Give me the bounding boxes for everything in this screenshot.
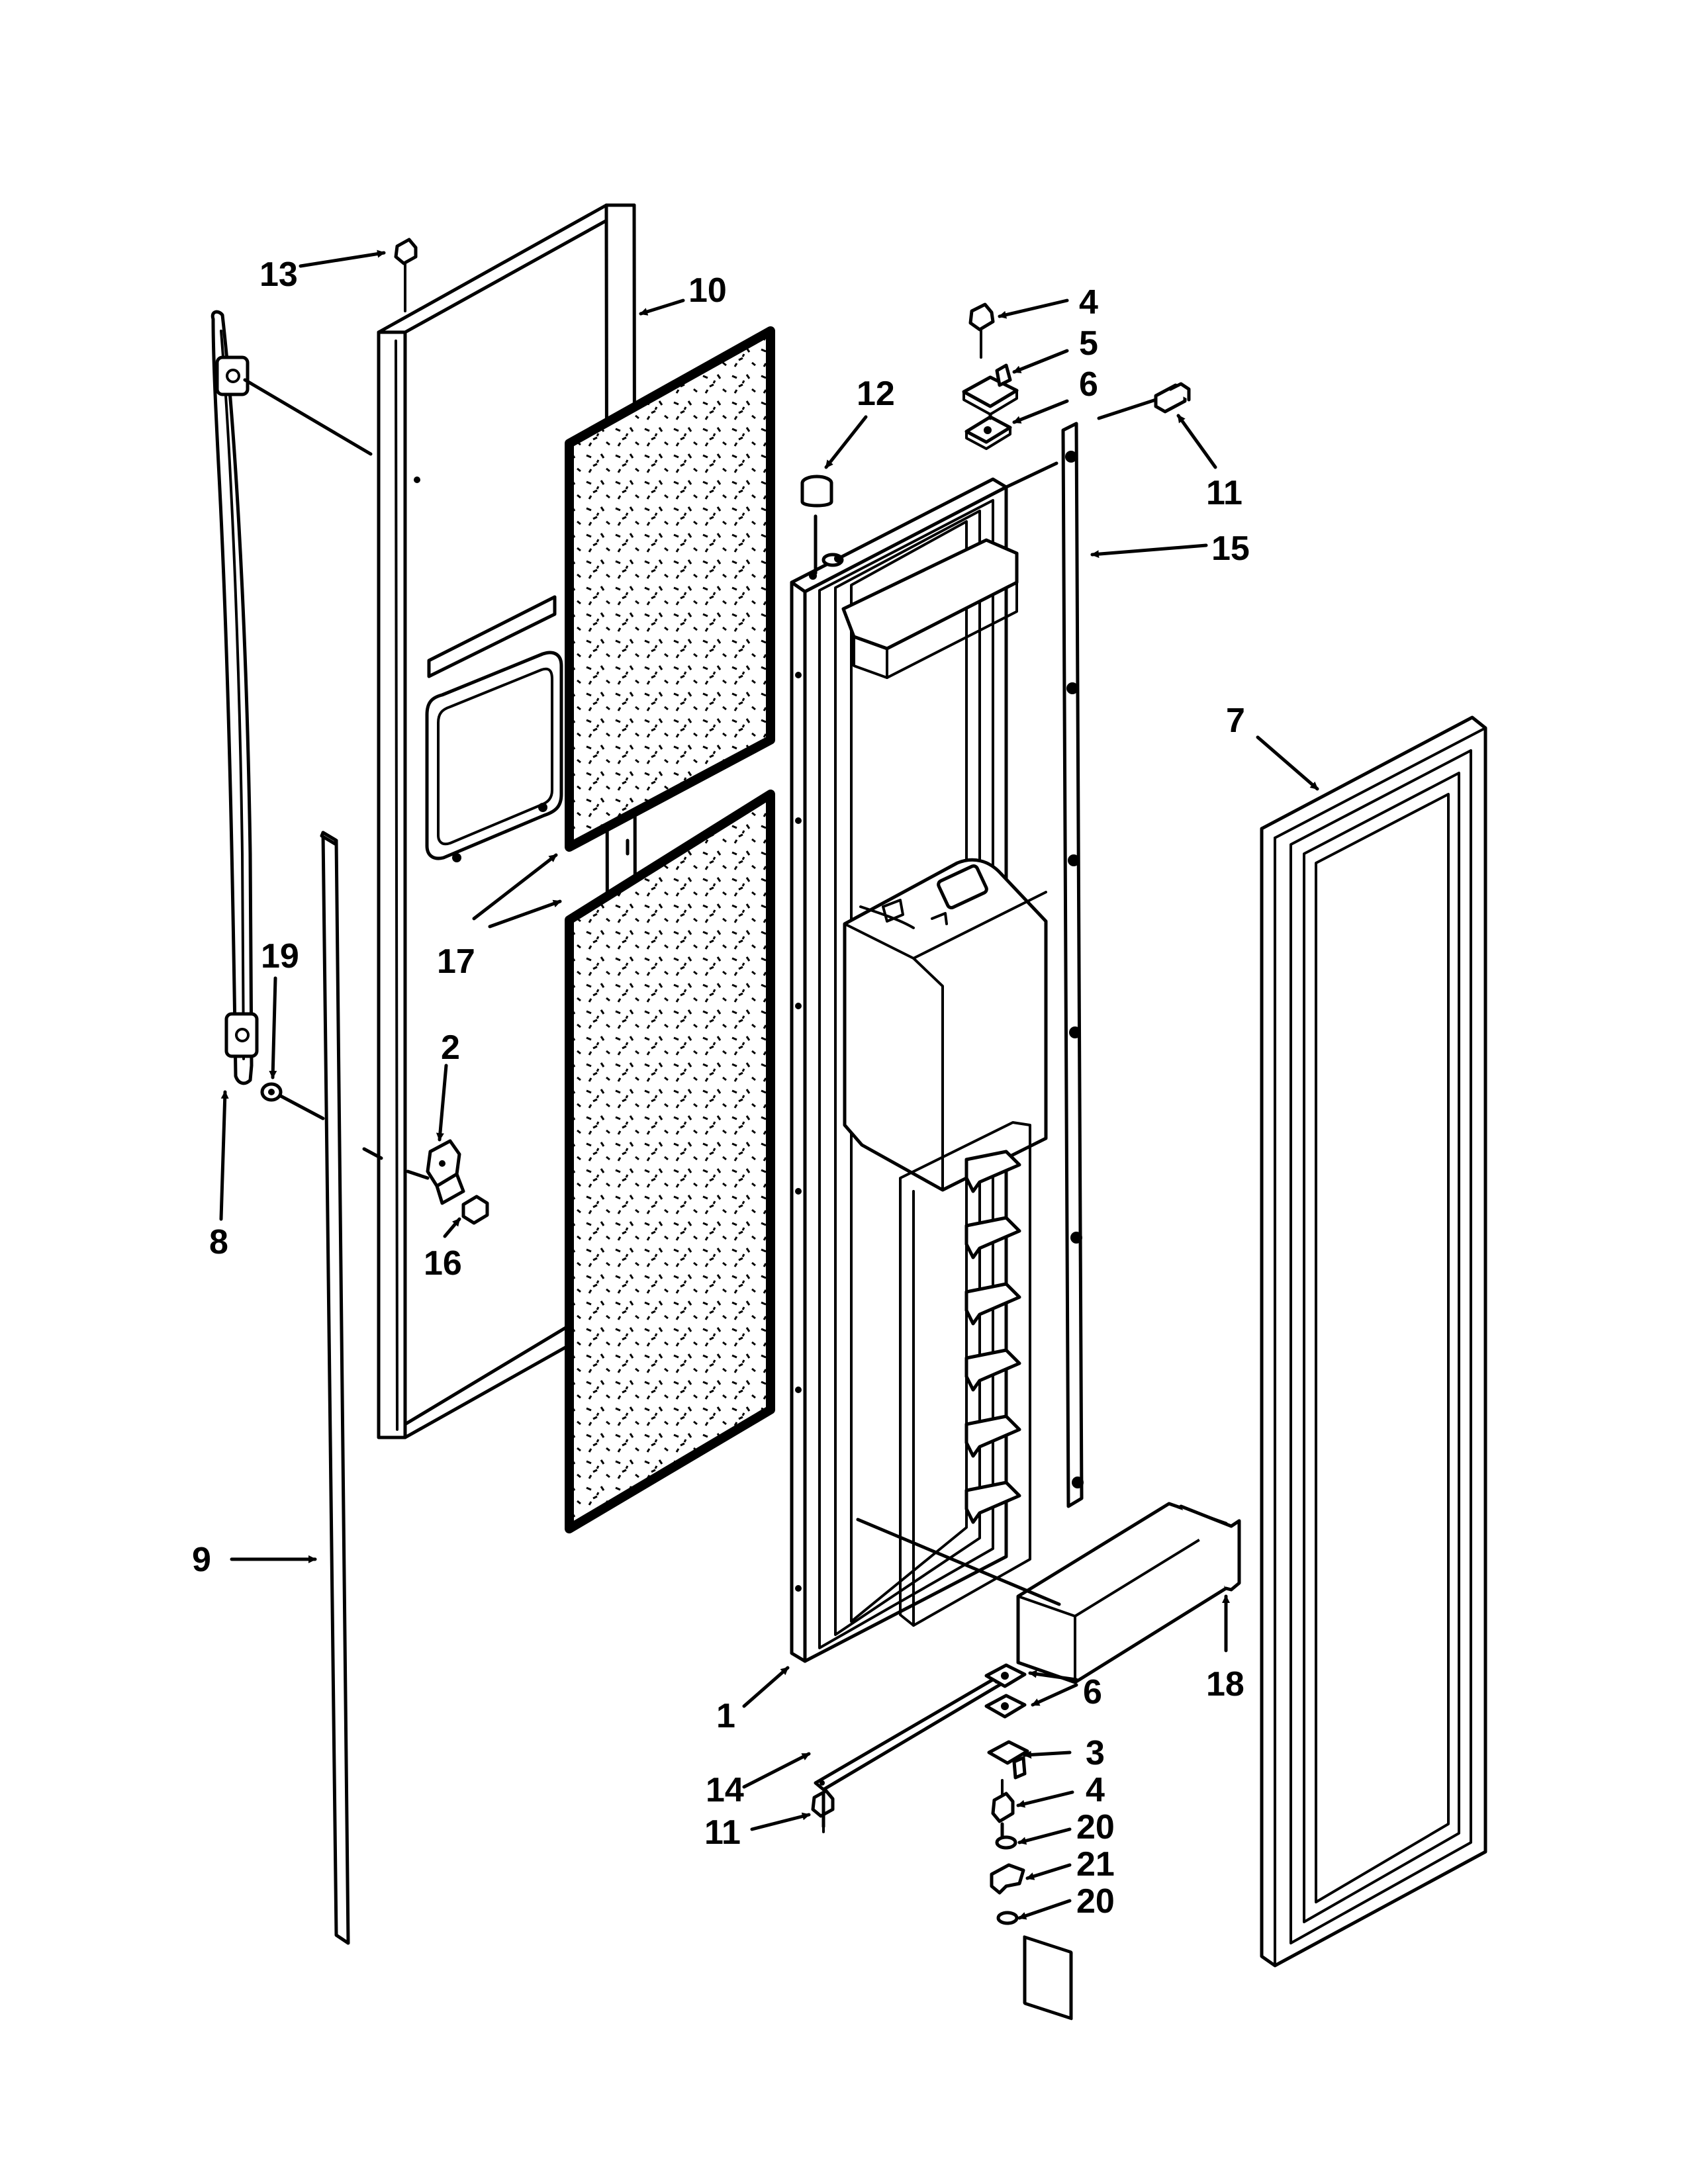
callout-2: 2 — [441, 1028, 460, 1067]
plug-19 — [260, 1082, 283, 1102]
washer-upper — [995, 1835, 1017, 1850]
callout-3: 3 — [1086, 1734, 1105, 1772]
bumper-12 — [800, 475, 833, 508]
callout-1: 1 — [716, 1697, 735, 1735]
callout-leaders — [219, 250, 1319, 1920]
liner-shelf-fingers — [964, 1150, 1021, 1524]
handle-bottom-mount — [224, 1012, 259, 1058]
liner-label-plate — [427, 595, 557, 678]
callout-6-top: 6 — [1079, 365, 1098, 404]
callout-15: 15 — [1211, 529, 1250, 568]
assembly-guide-lines — [243, 378, 1158, 1839]
callout-11-bottom: 11 — [704, 1813, 741, 1852]
door-liner-part — [790, 477, 1048, 1663]
callout-labels: 13 10 4 5 6 12 11 15 7 17 19 2 8 16 9 18… — [192, 255, 1250, 1921]
insulation-panels-part — [565, 326, 775, 1533]
callout-20-lower: 20 — [1076, 1882, 1115, 1921]
callout-9: 9 — [192, 1541, 211, 1579]
hinge-spacer — [990, 1863, 1025, 1895]
handle-top-mount — [215, 355, 250, 396]
liner-access-panel — [425, 651, 563, 860]
hinge-side-trim-part — [1061, 422, 1084, 1508]
bin-end-cap — [1023, 1935, 1073, 2021]
callout-20-upper: 20 — [1076, 1808, 1115, 1846]
callout-16: 16 — [424, 1244, 462, 1283]
callout-6-bottom: 6 — [1083, 1673, 1102, 1711]
door-handle-part — [211, 310, 259, 1085]
bottom-hinge-hardware — [984, 1663, 1029, 1925]
clip-2 — [426, 1139, 461, 1188]
callout-12: 12 — [857, 375, 895, 413]
callout-18: 18 — [1206, 1665, 1244, 1704]
screw-11-top — [1154, 382, 1191, 414]
top-hinge-hardware — [962, 302, 1019, 450]
callout-19: 19 — [261, 937, 299, 976]
callout-4-bottom: 4 — [1086, 1771, 1105, 1809]
callout-8: 8 — [209, 1223, 228, 1261]
callout-5: 5 — [1079, 324, 1098, 363]
door-bin-part — [1016, 1502, 1241, 2021]
screw-13-liner-top — [394, 238, 418, 312]
callout-11-top: 11 — [1206, 474, 1243, 512]
callout-10: 10 — [688, 271, 727, 310]
callout-21: 21 — [1076, 1845, 1115, 1884]
callout-4-top: 4 — [1079, 283, 1098, 322]
door-trim-strip-part — [320, 831, 350, 1945]
door-gasket-part — [1260, 715, 1487, 1968]
washer-lower — [996, 1911, 1019, 1925]
callout-13: 13 — [259, 255, 298, 294]
bottom-strip-part — [814, 1674, 1008, 1792]
callout-14: 14 — [706, 1771, 744, 1809]
callout-17: 17 — [437, 942, 475, 981]
callout-7: 7 — [1226, 702, 1245, 740]
